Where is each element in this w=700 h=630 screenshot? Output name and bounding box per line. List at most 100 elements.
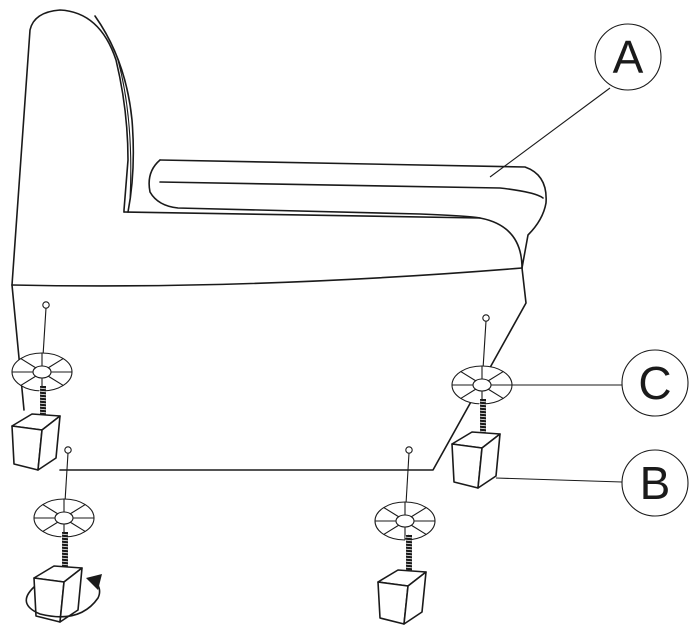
- bolt-thread: [38, 387, 48, 390]
- foot-front: [451, 443, 483, 489]
- callout-c: C: [510, 349, 689, 417]
- bolt-thread: [404, 563, 414, 566]
- bolt-thread: [404, 548, 414, 551]
- washer-spoke: [20, 375, 36, 386]
- washer-spoke: [460, 371, 476, 382]
- bolt-thread: [60, 563, 70, 566]
- callout-a-label: A: [613, 31, 644, 83]
- bolt-thread: [60, 554, 70, 557]
- washer-spoke: [70, 521, 86, 532]
- bolt-thread: [478, 415, 488, 418]
- armrest-cushion-seam: [159, 181, 544, 199]
- bolt-thread: [60, 560, 70, 563]
- armchair-back-inner-2: [117, 59, 132, 201]
- armchair-back-outline: [11, 9, 129, 286]
- bolt-thread: [478, 421, 488, 424]
- rotation-arrow-arc: [25, 581, 101, 618]
- bolt-thread: [478, 418, 488, 421]
- washer-spoke: [42, 504, 58, 515]
- washer-spoke: [48, 375, 64, 386]
- callout-b-leader: [495, 477, 623, 483]
- bolt-thread: [60, 539, 70, 542]
- washer-spoke: [48, 358, 64, 369]
- callout-b-circle: [621, 449, 689, 517]
- washer-spoke: [20, 358, 36, 369]
- bolt-thread: [478, 424, 488, 427]
- bolt-thread: [60, 533, 70, 536]
- bolt-thread: [38, 399, 48, 402]
- bolt-thread: [404, 542, 414, 545]
- bolt-thread: [38, 390, 48, 393]
- bolt-thread: [404, 560, 414, 563]
- bolt-thread: [38, 396, 48, 399]
- mounting-hole: [482, 314, 490, 322]
- armchair-bottom-front: [11, 267, 527, 471]
- mounting-hole: [405, 446, 413, 454]
- washer-spoke: [460, 388, 476, 399]
- bolt-thread: [404, 551, 414, 554]
- leg-back-left: [11, 301, 73, 471]
- armrest-cushion-top: [148, 159, 481, 219]
- bolt-thread: [60, 542, 70, 545]
- armchair-seat-line: [123, 211, 523, 269]
- bolt-thread: [60, 545, 70, 548]
- washer-spoke: [488, 388, 504, 399]
- bolt-thread: [38, 408, 48, 411]
- foot-front: [377, 581, 409, 625]
- washer-spoke: [411, 507, 427, 518]
- leg-back-right: [451, 314, 513, 489]
- bolt-thread: [60, 536, 70, 539]
- bolt-thread: [404, 545, 414, 548]
- foot-side: [59, 567, 83, 623]
- leg-front-right: [374, 446, 436, 625]
- washer-spoke: [411, 524, 427, 535]
- bolt-thread: [478, 403, 488, 406]
- bolt-thread: [478, 400, 488, 403]
- callout-c-circle: [621, 349, 689, 417]
- bolt: [62, 532, 68, 568]
- bolt: [406, 535, 412, 572]
- bolt-thread: [404, 539, 414, 542]
- bolt-thread: [478, 430, 488, 433]
- bolt-thread: [478, 412, 488, 415]
- bolt-thread: [478, 409, 488, 412]
- bolt-thread: [38, 411, 48, 414]
- leg-front-left: [33, 446, 95, 623]
- washer-spoke: [383, 507, 399, 518]
- bolt-thread: [478, 406, 488, 409]
- leg-assemblies: [11, 301, 513, 625]
- callout-a-leader: [489, 87, 611, 178]
- foot-side: [403, 571, 427, 625]
- washer-spoke: [383, 524, 399, 535]
- armchair: [11, 9, 547, 471]
- washer-spoke: [488, 371, 504, 382]
- bolt-thread: [38, 402, 48, 405]
- bolt-thread: [38, 393, 48, 396]
- bolt-thread: [404, 554, 414, 557]
- bolt-thread: [60, 548, 70, 551]
- callout-b: B: [495, 449, 689, 517]
- foot-side: [37, 415, 61, 471]
- foot-side: [477, 433, 501, 489]
- rotation-arrow-head: [86, 574, 102, 590]
- armchair-left-edge: [11, 284, 25, 411]
- bolt-thread: [404, 536, 414, 539]
- bolt-thread: [404, 557, 414, 560]
- armchair-back-inner: [94, 15, 135, 213]
- rotation-arrow: [25, 574, 102, 618]
- bolt-thread: [60, 557, 70, 560]
- callout-a: A: [489, 23, 662, 178]
- bolt: [40, 386, 46, 416]
- armrest-cushion: [159, 159, 547, 269]
- washer-spoke: [42, 521, 58, 532]
- mounting-hole: [64, 446, 72, 454]
- bolt-thread: [404, 566, 414, 569]
- callout-a-circle: [594, 23, 662, 91]
- washer-spoke: [70, 504, 86, 515]
- callout-b-label: B: [640, 457, 671, 509]
- bolt-thread: [38, 405, 48, 408]
- mounting-hole: [42, 301, 50, 309]
- bolt-thread: [60, 551, 70, 554]
